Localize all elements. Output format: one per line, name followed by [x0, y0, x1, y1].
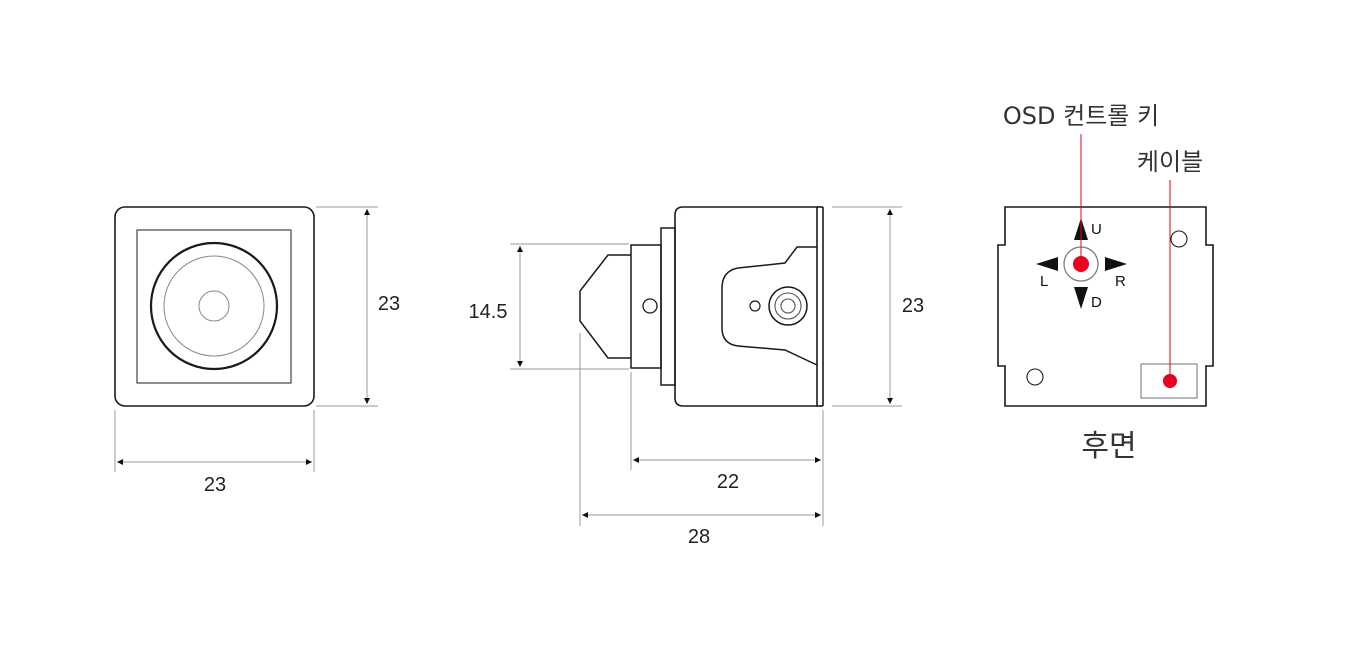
side-connector-mid: [774, 292, 802, 320]
arrow-down-icon: [1074, 287, 1088, 309]
side-mount-bracket: [721, 246, 818, 366]
side-connector-inner: [780, 298, 796, 314]
lens-outer-ring: [149, 241, 279, 371]
front-width-dim-label: 23: [204, 474, 226, 496]
side-height-dim-label: 23: [902, 295, 924, 317]
rear-view: U D L R OSD 컨트롤 키 케이블 후면: [997, 102, 1214, 464]
side-barrel-screw: [642, 298, 658, 314]
rear-mount-hole-bottom-left: [1026, 368, 1044, 386]
side-connector-outer: [768, 286, 808, 326]
lens-center: [198, 290, 230, 322]
osd-control-key-label: OSD 컨트롤 키: [1003, 102, 1159, 130]
rear-mount-hole-top-right: [1170, 230, 1188, 248]
side-lens-dim-label: 14.5: [469, 301, 508, 323]
rear-body-outline: [997, 206, 1214, 407]
lens-inner-ring: [163, 255, 265, 357]
cable-label: 케이블: [1137, 148, 1203, 176]
arrow-left-icon: [1036, 257, 1058, 271]
front-height-dim-label: 23: [378, 293, 400, 315]
front-inner-frame: [136, 229, 292, 384]
dir-left-label: L: [1040, 273, 1048, 290]
side-small-screw: [749, 300, 761, 312]
front-view: 23 23: [114, 206, 400, 496]
side-total-dim-label: 28: [688, 526, 710, 548]
dir-up-label: U: [1091, 221, 1102, 238]
side-view: 14.5 23 22 28: [469, 206, 924, 548]
cable-port-dot: [1163, 374, 1177, 388]
osd-key-dot: [1073, 256, 1089, 272]
dir-right-label: R: [1115, 273, 1126, 290]
side-body-outline: [674, 206, 818, 407]
dir-down-label: D: [1091, 294, 1102, 311]
side-lens-collar: [660, 227, 676, 386]
side-body-dim-label: 22: [717, 471, 739, 493]
cable-port-box: [1140, 363, 1198, 399]
rear-view-caption: 후면: [1081, 429, 1136, 464]
front-body-outline: [114, 206, 315, 407]
arrow-right-icon: [1105, 257, 1127, 271]
side-lens-cone: [579, 254, 631, 359]
